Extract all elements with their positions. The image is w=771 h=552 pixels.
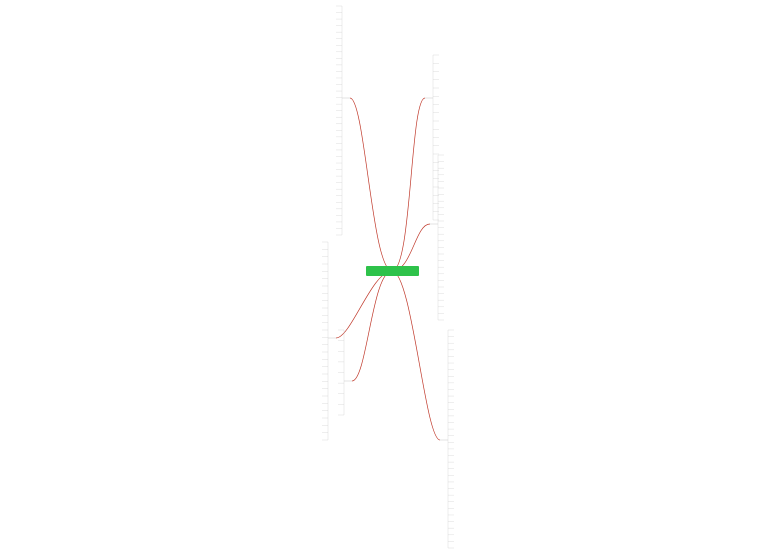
connector-line (351, 270, 393, 382)
connector-line (335, 270, 393, 339)
connector-line (391, 97, 426, 272)
central-topic[interactable] (366, 266, 419, 276)
connector-line (391, 223, 431, 272)
connector-line (391, 270, 441, 441)
connector-line (349, 97, 393, 272)
